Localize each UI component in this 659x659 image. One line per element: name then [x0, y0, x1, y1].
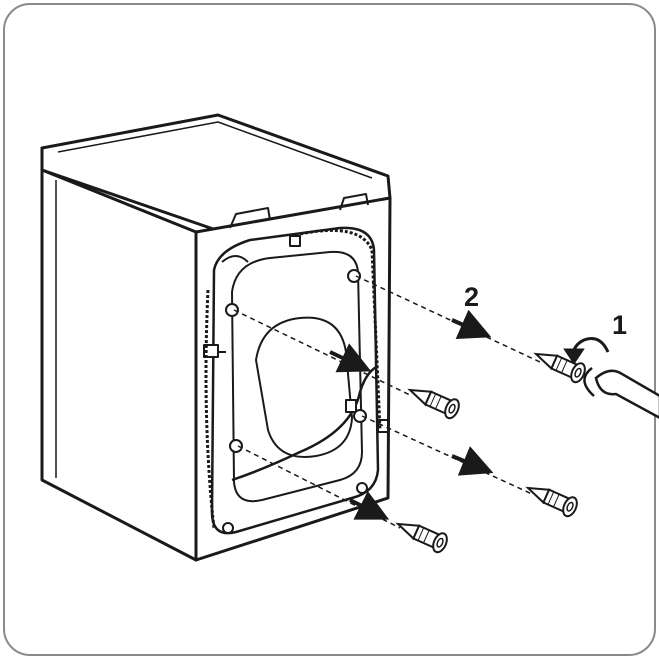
guide-lines: [233, 275, 541, 529]
spanner-icon: [583, 367, 659, 419]
pull-direction-arrow-icon: [329, 309, 494, 520]
rotation-arrow-icon: [563, 337, 610, 365]
step-label-1: 1: [612, 310, 627, 340]
washing-machine-icon: [40, 113, 392, 562]
step-label-2: 2: [464, 282, 479, 312]
